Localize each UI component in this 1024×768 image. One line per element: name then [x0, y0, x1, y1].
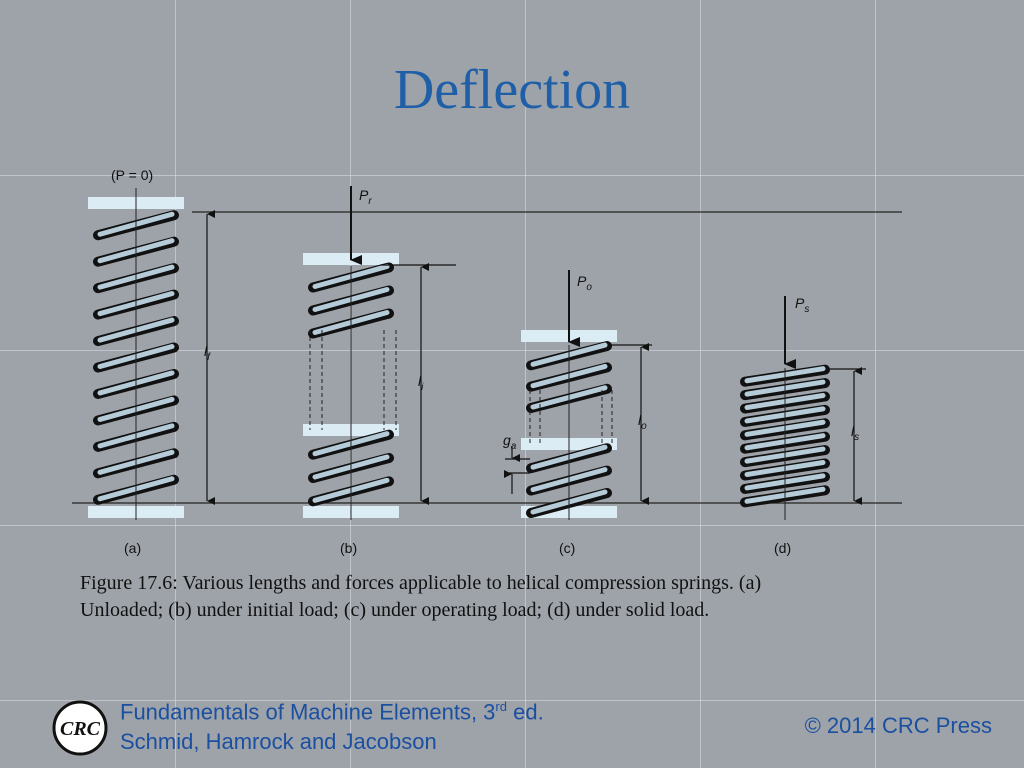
- dashed-outlines: [309, 330, 613, 445]
- copyright-notice: © 2014 CRC Press: [804, 713, 992, 738]
- center-axes: [135, 188, 786, 520]
- label-ps: Ps: [795, 295, 809, 315]
- grid-line: [700, 0, 701, 768]
- subfig-c: (c): [559, 540, 575, 556]
- dimension-lines: [206, 210, 866, 505]
- label-ga: ga: [503, 432, 517, 452]
- crc-logo-icon: CRC: [52, 700, 108, 756]
- label-po: Po: [577, 273, 592, 293]
- subfig-a: (a): [124, 540, 141, 556]
- grid-line: [525, 0, 526, 768]
- svg-text:CRC: CRC: [60, 718, 101, 740]
- label-lo: lo: [638, 412, 647, 432]
- label-pr: Pr: [359, 187, 372, 207]
- grid-line: [175, 0, 176, 768]
- caption-line-2: Unloaded; (b) under initial load; (c) un…: [80, 599, 710, 621]
- figure-caption: Figure 17.6: Various lengths and forces …: [80, 570, 960, 624]
- grid-line: [0, 175, 1024, 176]
- label-ls: ls: [851, 423, 859, 443]
- grid-line: [0, 700, 1024, 701]
- grid-line: [875, 0, 876, 768]
- label-li: li: [418, 373, 424, 393]
- book-authors: Schmid, Hamrock and Jacobson: [120, 729, 437, 754]
- book-title: Fundamentals of Machine Elements, 3rd ed…: [120, 699, 544, 725]
- caption-line-1: Figure 17.6: Various lengths and forces …: [80, 572, 762, 594]
- grid-line: [0, 350, 1024, 351]
- force-arrows: [350, 186, 796, 369]
- subfig-d: (d): [774, 540, 791, 556]
- diagram-labels: (P = 0) Pr Po Ps lf li lo ls ga (a) (b) …: [111, 167, 859, 556]
- subfig-b: (b): [340, 540, 357, 556]
- slide-title: Deflection: [393, 59, 631, 121]
- label-p-zero: (P = 0): [111, 167, 153, 183]
- grid-line: [0, 525, 1024, 526]
- label-lf: lf: [204, 343, 211, 363]
